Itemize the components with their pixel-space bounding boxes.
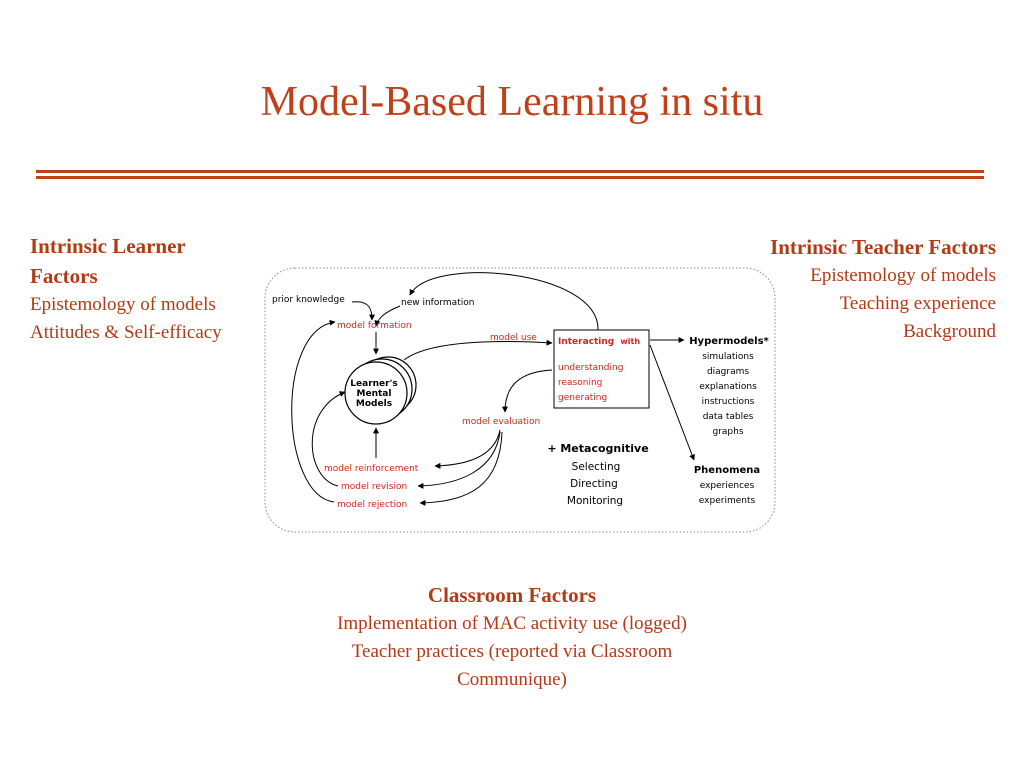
mental-model-label: Mental (357, 389, 392, 399)
teacher-factor-item: Teaching experience (839, 293, 996, 314)
model-use-label: model use (490, 333, 537, 343)
phenomena-item: experiments (699, 496, 756, 506)
arrow-to-revision (417, 431, 501, 489)
learner-factors-heading: Intrinsic Learner Factors (30, 234, 186, 288)
metacognitive-item: Selecting (572, 461, 621, 473)
teacher-factor-item: Epistemology of models (810, 265, 996, 286)
interacting-item: generating (558, 393, 607, 403)
model-evaluation-label: model evaluation (462, 417, 540, 427)
classroom-factor-line: Teacher practices (reported via Classroo… (351, 641, 673, 662)
teacher-factor-item: Background (903, 321, 996, 342)
arrow-to-reinforcement (434, 429, 501, 469)
hypermodels-item: diagrams (707, 367, 749, 377)
arrow-model-use (403, 339, 553, 361)
metacognitive-item: Directing (570, 478, 618, 490)
arrow-rejection-loop (291, 319, 336, 503)
arrow-prior-knowledge (351, 301, 375, 321)
classroom-factors: Classroom Factors Implementation of MAC … (262, 580, 762, 694)
arrow-new-info-formation (374, 305, 401, 327)
model-reinforcement-label: model reinforcement (324, 464, 419, 474)
prior-knowledge-label: prior knowledge (272, 295, 345, 305)
arrow-to-phenomena (649, 344, 695, 461)
arrow-new-information (409, 272, 599, 331)
arrow-revision-loop (311, 391, 346, 487)
classroom-factor-line: Implementation of MAC activity use (logg… (337, 613, 687, 634)
title-divider-lower (36, 176, 984, 179)
hypermodels-item: instructions (702, 397, 755, 407)
metacognitive-item: Monitoring (567, 495, 623, 507)
diagram-frame (264, 267, 776, 533)
learner-factor-item: Attitudes & Self-efficacy (30, 322, 222, 343)
learner-factors: Intrinsic Learner Factors Epistemology o… (30, 231, 270, 347)
hypermodels-item: explanations (699, 382, 757, 392)
model-rejection-label: model rejection (337, 500, 407, 510)
classroom-factor-line: Communique) (457, 669, 567, 690)
interacting-item: understanding (558, 363, 623, 373)
slide-title: Model-Based Learning in situ (260, 79, 764, 125)
arrow-to-evaluation (502, 369, 553, 413)
hypermodels-heading: Hypermodels* (689, 336, 769, 347)
mental-model-label: Models (356, 399, 392, 409)
classroom-factors-heading: Classroom Factors (427, 583, 597, 607)
model-formation-label: model formation (337, 321, 412, 331)
diagram-arrows (291, 272, 695, 506)
interacting-label: Interacting (558, 337, 614, 347)
phenomena-item: experiences (700, 481, 755, 491)
teacher-factors: Intrinsic Teacher Factors Epistemology o… (696, 232, 996, 346)
hypermodels-item: simulations (702, 352, 754, 362)
model-revision-label: model revision (341, 482, 407, 492)
svg-text:Interacting with: Interacting with (558, 337, 640, 347)
phenomena-heading: Phenomena (694, 465, 760, 476)
mental-model-label: Learner's (350, 379, 397, 389)
title-divider-upper (36, 170, 984, 173)
interacting-box (553, 329, 650, 409)
interacting-with-label: with (620, 337, 640, 346)
arrow-to-rejection (419, 431, 503, 506)
hypermodels-item: graphs (712, 427, 743, 437)
teacher-factors-heading: Intrinsic Teacher Factors (770, 235, 996, 259)
metacognitive-heading: + Metacognitive (547, 442, 648, 455)
interacting-item: reasoning (558, 378, 602, 388)
learner-factor-item: Epistemology of models (30, 294, 216, 315)
hypermodels-item: data tables (703, 412, 754, 422)
new-information-label: new information (401, 298, 474, 308)
